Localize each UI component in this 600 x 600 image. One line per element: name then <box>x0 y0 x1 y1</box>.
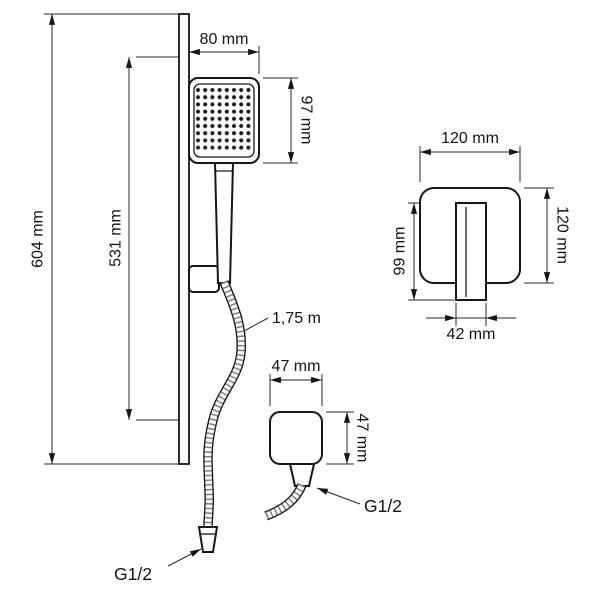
shower-hose <box>203 280 247 530</box>
slider-bracket <box>188 265 220 293</box>
dimension-head-width: 80 mm <box>188 31 260 74</box>
dim-label-plate-height: 120 mm <box>554 206 571 264</box>
dim-label-plate-width: 120 mm <box>441 130 499 147</box>
dim-label-handle-length: 99 mm <box>392 227 409 276</box>
outlet-hose-stub <box>264 483 307 521</box>
callout-outlet-thread: G1/2 <box>316 487 402 516</box>
rail-assembly: 604 mm 531 mm 80 mm 97 mm <box>30 13 321 584</box>
callout-hose-thread: G1/2 <box>114 548 202 584</box>
outlet-connector <box>288 463 316 487</box>
dimension-handle-width: 42 mm <box>426 303 516 343</box>
dimension-plate-width: 120 mm <box>419 130 521 182</box>
dimension-head-height: 97 mm <box>263 77 315 164</box>
mixer-handle <box>455 202 487 301</box>
hose-connector <box>197 526 219 553</box>
callout-hose-length: 1,75 m <box>243 310 321 332</box>
dim-label-outlet-height: 47 mm <box>354 414 371 463</box>
slide-bar <box>178 13 190 465</box>
shower-head <box>188 77 260 164</box>
dimension-overall-height: 604 mm <box>30 13 184 465</box>
dim-label-overall-height: 604 mm <box>30 210 47 268</box>
dimension-outlet-height: 47 mm <box>326 411 371 465</box>
outlet-body <box>269 411 323 465</box>
label-hose-length: 1,75 m <box>272 310 321 327</box>
spray-face <box>196 87 252 151</box>
dimension-plate-height: 120 mm <box>524 187 571 284</box>
dimension-outlet-width: 47 mm <box>269 358 323 406</box>
dim-label-rail-length: 531 mm <box>108 209 125 267</box>
dim-label-head-height: 97 mm <box>298 96 315 145</box>
dim-label-handle-width: 42 mm <box>447 326 496 343</box>
concealed-mixer: 120 mm 120 mm 99 mm <box>392 130 571 343</box>
wall-outlet: 47 mm 47 mm G1/2 <box>264 358 402 521</box>
label-hose-thread: G1/2 <box>114 564 152 584</box>
dim-label-outlet-width: 47 mm <box>272 358 321 375</box>
shower-handle <box>213 162 235 284</box>
dim-label-head-width: 80 mm <box>200 31 249 48</box>
dimension-rail-length: 531 mm <box>108 56 184 421</box>
label-outlet-thread: G1/2 <box>364 496 402 516</box>
